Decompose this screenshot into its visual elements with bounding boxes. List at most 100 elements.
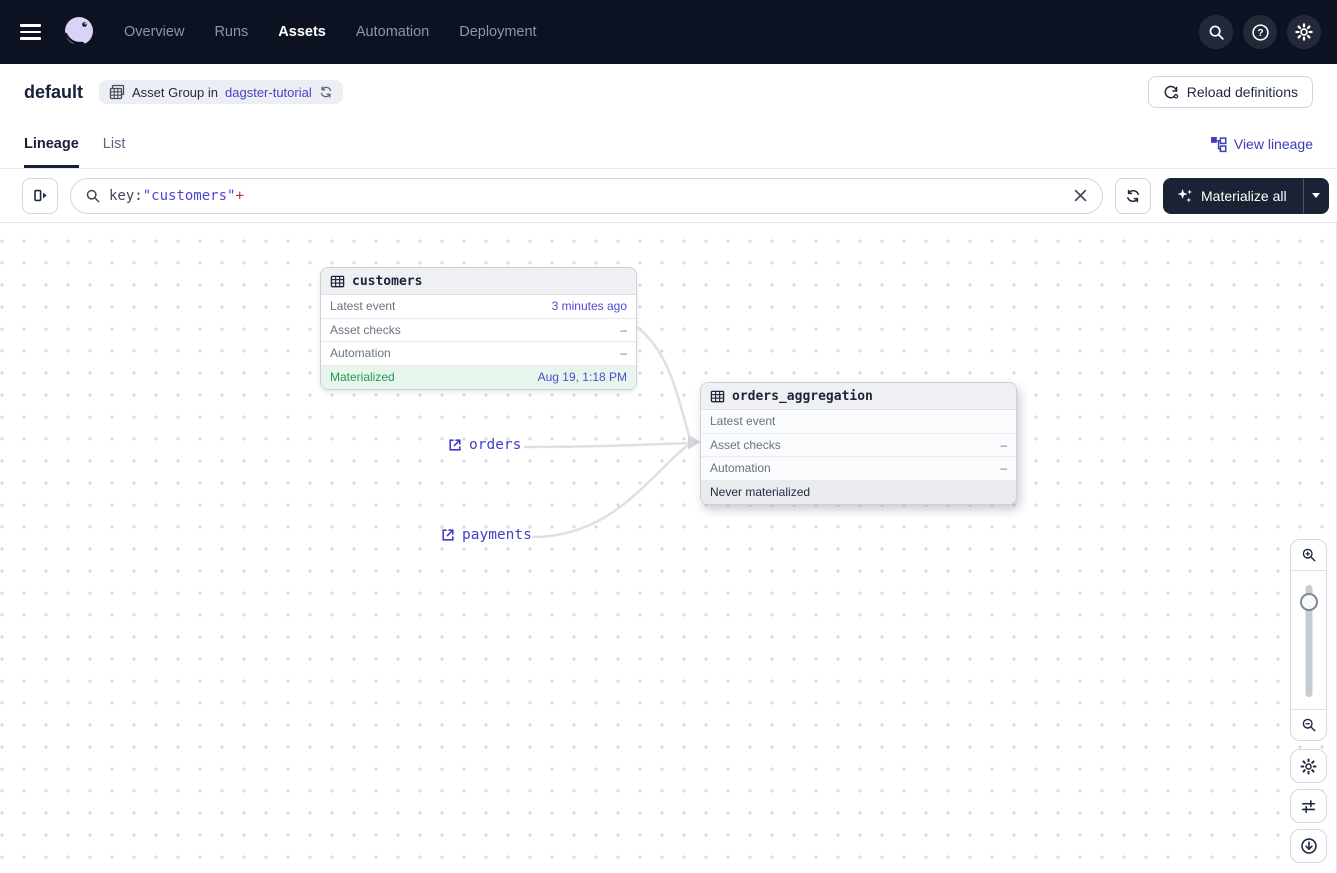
materialize-split-button: Materialize all [1163, 177, 1329, 214]
node-row-asset-checks: Asset checks – [321, 319, 636, 342]
help-icon: ? [1251, 23, 1269, 41]
asset-search-input[interactable]: key:"customers"+ [70, 177, 1103, 214]
row-value[interactable]: 3 minutes ago [551, 299, 627, 314]
reload-definitions-label: Reload definitions [1186, 84, 1298, 100]
nav-items: Overview Runs Assets Automation Deployme… [124, 24, 537, 40]
search-button[interactable] [1199, 15, 1233, 49]
external-asset-label: payments [462, 527, 532, 543]
lineage-toolbar: key:"customers"+ Materialize all [0, 169, 1337, 223]
asset-group-badge: Asset Group in dagster-tutorial [99, 80, 343, 104]
row-label: Asset checks [710, 437, 781, 452]
divider [1291, 709, 1326, 710]
node-row-automation: Automation – [701, 457, 1016, 481]
search-icon [1209, 25, 1224, 40]
row-value: – [620, 346, 627, 361]
sync-status-icon[interactable] [319, 85, 333, 99]
help-button[interactable]: ? [1243, 15, 1277, 49]
nav-right: ? [1199, 15, 1321, 49]
materialize-all-label: Materialize all [1201, 187, 1287, 204]
divider [1291, 570, 1326, 571]
status-badge: Never materialized [710, 485, 811, 500]
top-navigation: Overview Runs Assets Automation Deployme… [0, 0, 1337, 64]
node-row-latest-event: Latest event [701, 410, 1016, 434]
asset-group-icon [109, 84, 125, 100]
badge-prefix-text: Asset Group in [132, 84, 219, 100]
nav-item-automation[interactable]: Automation [355, 24, 430, 40]
row-label: Automation [710, 461, 771, 476]
node-row-latest-event: Latest event 3 minutes ago [321, 295, 636, 319]
query-key: key: [109, 187, 143, 204]
zoom-slider [1291, 571, 1326, 709]
nav-item-deployment[interactable]: Deployment [459, 24, 537, 40]
view-lineage-label: View lineage [1233, 136, 1313, 152]
settings-gear-icon [1300, 757, 1317, 775]
view-lineage-link[interactable]: View lineage [1210, 120, 1313, 168]
recenter-icon [1300, 838, 1317, 854]
page-title: default [24, 81, 84, 102]
nav-item-overview[interactable]: Overview [124, 24, 185, 40]
external-asset-link-payments[interactable]: payments [441, 527, 532, 543]
row-value: – [1000, 461, 1007, 476]
lineage-graph-icon [1210, 136, 1227, 152]
external-asset-link-orders[interactable]: orders [448, 437, 521, 453]
nav-item-assets[interactable]: Assets [278, 24, 326, 40]
close-icon [1074, 189, 1086, 202]
asset-node-orders-aggregation[interactable]: orders_aggregation Latest event Asset ch… [700, 382, 1017, 505]
code-location-link[interactable]: dagster-tutorial [225, 84, 312, 100]
tab-lineage-label: Lineage [24, 136, 79, 152]
node-row-automation: Automation – [321, 342, 636, 366]
graph-settings-button[interactable] [1290, 749, 1327, 783]
lineage-canvas[interactable]: customers Latest event 3 minutes ago Ass… [0, 223, 1337, 873]
recenter-view-button[interactable] [1290, 829, 1327, 863]
zoom-out-icon [1302, 718, 1316, 732]
page-header: default Asset Group in dagster-tutorial … [0, 64, 1337, 120]
external-asset-label: orders [469, 437, 522, 453]
reload-icon [1164, 85, 1178, 99]
settings-button[interactable] [1287, 15, 1321, 49]
dagster-logo[interactable] [60, 13, 98, 51]
panel-expand-icon [33, 189, 47, 202]
zoom-out-button[interactable] [1291, 710, 1326, 740]
asset-node-header[interactable]: orders_aggregation [701, 383, 1016, 410]
sparkle-icon [1177, 188, 1192, 202]
zoom-in-icon [1302, 548, 1316, 562]
query-operator: + [235, 187, 244, 204]
zoom-in-button[interactable] [1291, 540, 1326, 570]
menu-icon[interactable] [20, 20, 44, 44]
node-row-materialized-status: Never materialized [701, 480, 1016, 504]
chevron-down-icon [1312, 193, 1321, 198]
status-badge: Materialized [330, 370, 395, 385]
row-value: – [1000, 437, 1007, 452]
materialize-all-button[interactable]: Materialize all [1163, 178, 1303, 214]
row-label: Latest event [710, 414, 776, 429]
tab-list-label: List [102, 136, 126, 152]
query-value: "customers" [142, 187, 236, 204]
svg-text:?: ? [1257, 28, 1263, 39]
node-row-materialized-status: Materialized Aug 19, 1:18 PM [321, 365, 636, 389]
search-icon [86, 189, 100, 202]
open-sidebar-button[interactable] [22, 177, 58, 214]
tab-lineage[interactable]: Lineage [24, 120, 79, 168]
refresh-icon [1127, 189, 1139, 202]
clear-search-button[interactable] [1068, 184, 1092, 208]
reload-definitions-button[interactable]: Reload definitions [1147, 76, 1313, 108]
row-label: Automation [330, 346, 391, 361]
asset-node-header[interactable]: customers [321, 268, 636, 295]
zoom-slider-track[interactable] [1305, 585, 1312, 697]
materialization-timestamp[interactable]: Aug 19, 1:18 PM [537, 370, 627, 385]
zoom-slider-knob[interactable] [1299, 593, 1318, 611]
filters-icon [1301, 799, 1316, 813]
nav-item-runs[interactable]: Runs [214, 24, 249, 40]
row-value: – [620, 322, 627, 337]
graph-filters-button[interactable] [1290, 789, 1327, 823]
tab-list[interactable]: List [103, 120, 126, 168]
external-link-icon [449, 439, 461, 451]
lineage-edges [523, 326, 701, 539]
asset-node-customers[interactable]: customers Latest event 3 minutes ago Ass… [320, 267, 637, 390]
search-query-text: key:"customers"+ [109, 188, 1060, 204]
materialize-dropdown-button[interactable] [1302, 177, 1329, 214]
node-row-asset-checks: Asset checks – [701, 433, 1016, 457]
settings-gear-icon [1295, 23, 1313, 41]
refresh-graph-button[interactable] [1115, 177, 1151, 214]
asset-name: customers [352, 273, 423, 289]
